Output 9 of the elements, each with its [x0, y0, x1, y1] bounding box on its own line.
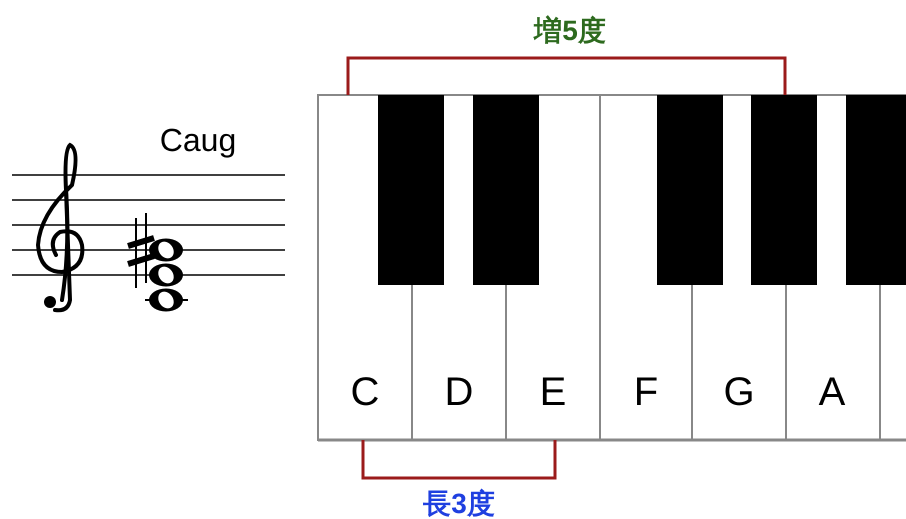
interval-label: 増5度 — [534, 17, 606, 45]
key-name: E — [540, 372, 566, 412]
key-name: F — [634, 372, 658, 412]
key-name: C — [350, 372, 380, 412]
key-name: A — [818, 372, 846, 412]
chord-name: Caug — [160, 124, 236, 156]
key-name: D — [444, 372, 474, 412]
key-name: G — [723, 372, 755, 412]
interval-label: 長3度 — [423, 490, 495, 518]
